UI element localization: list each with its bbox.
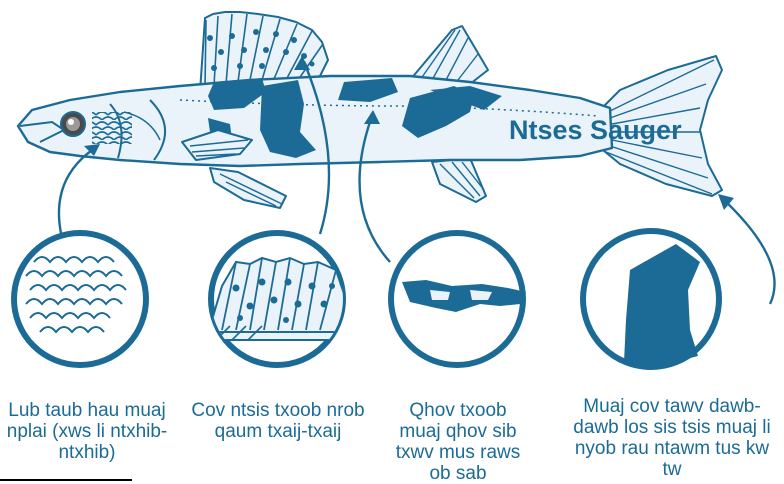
detail-circle-dorsal — [211, 233, 346, 365]
diagram-title: Ntses Sauger — [509, 115, 682, 145]
caption-saddle: Muaj cov tawv dawb-dawb los sis tsis mua… — [572, 396, 772, 480]
caption-dorsal: Cov ntsis txoob nrob qaum txaij-txaij — [190, 400, 366, 442]
footnote-divider — [0, 479, 132, 481]
spiny-dorsal-fin-icon — [212, 258, 346, 340]
detail-circle-saddle — [583, 231, 719, 367]
detail-circle-blotch — [391, 233, 526, 365]
detail-circle-scales — [14, 233, 146, 365]
caption-second-dorsal: Qhov txoob muaj qhov sib txwv mus raws o… — [388, 400, 528, 484]
fish-illustration — [18, 12, 722, 208]
caption-scales: Lub taub hau muaj nplai (xws li ntxhib-n… — [4, 400, 170, 463]
